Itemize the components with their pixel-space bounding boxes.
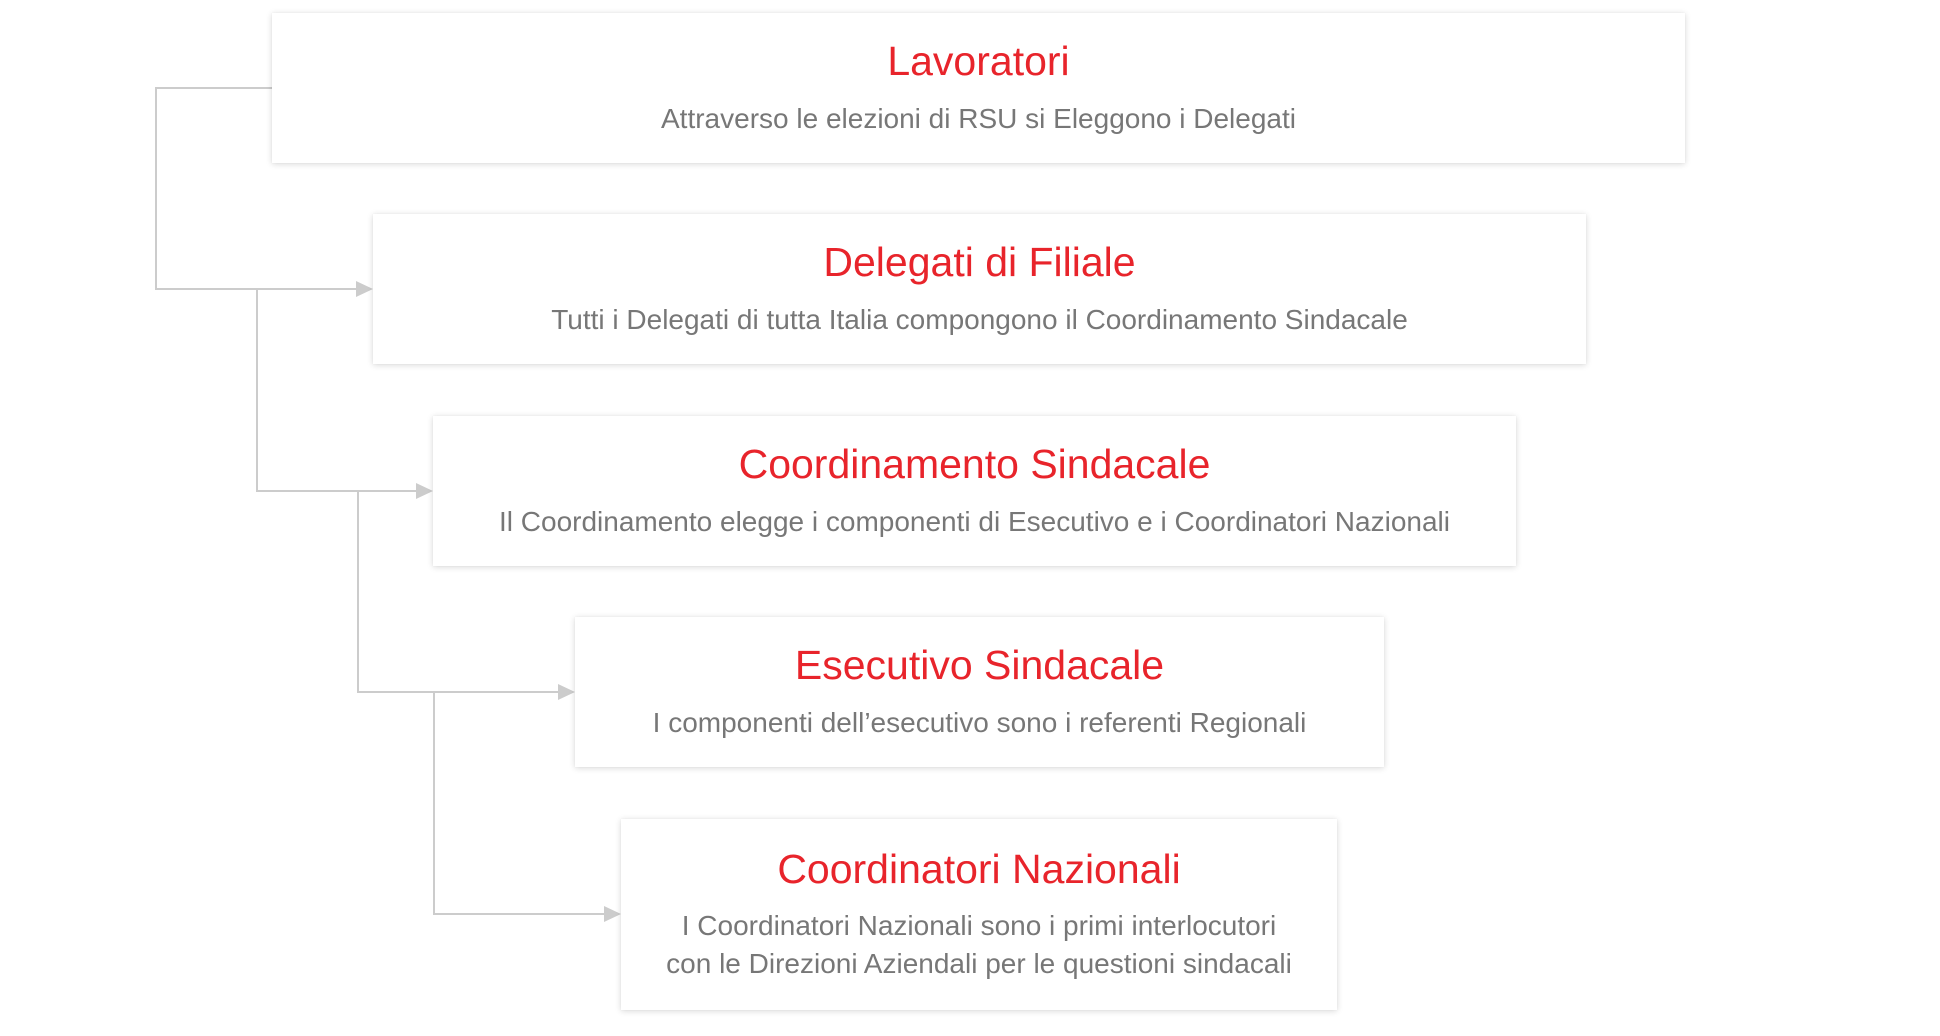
connector-coordinamento-to-esecutivo [357, 491, 558, 693]
box-title-coordinamento-sindacale: Coordinamento Sindacale [738, 441, 1211, 488]
arrowhead-coordinamento [416, 483, 433, 499]
arrowhead-esecutivo [558, 684, 575, 700]
box-coordinamento-sindacale: Coordinamento Sindacale Il Coordinamento… [433, 416, 1516, 566]
box-description-delegati-di-filiale: Tutti i Delegati di tutta Italia compong… [551, 303, 1408, 335]
box-coordinatori-nazionali: Coordinatori Nazionali I Coordinatori Na… [621, 819, 1337, 1010]
arrowhead-coordinatori [604, 906, 621, 922]
box-title-coordinatori-nazionali: Coordinatori Nazionali [777, 845, 1181, 892]
box-description-lavoratori: Attraverso le elezioni di RSU si Eleggon… [661, 102, 1296, 134]
connector-delegati-to-coordinamento [256, 289, 416, 492]
box-description-coordinatori-nazionali: I Coordinatori Nazionali sono i primi in… [666, 910, 1292, 980]
arrowhead-delegati [356, 281, 373, 297]
box-title-delegati-di-filiale: Delegati di Filiale [823, 239, 1136, 286]
box-title-lavoratori: Lavoratori [887, 38, 1070, 85]
box-title-esecutivo-sindacale: Esecutivo Sindacale [794, 642, 1165, 689]
connector-esecutivo-to-coordinatori [433, 692, 604, 915]
box-description-esecutivo-sindacale: I componenti dell’esecutivo sono i refer… [652, 706, 1307, 738]
box-esecutivo-sindacale: Esecutivo Sindacale I componenti dell’es… [575, 617, 1384, 767]
box-delegati-di-filiale: Delegati di Filiale Tutti i Delegati di … [373, 214, 1586, 364]
box-description-coordinamento-sindacale: Il Coordinamento elegge i componenti di … [499, 505, 1450, 537]
box-lavoratori: Lavoratori Attraverso le elezioni di RSU… [272, 13, 1685, 163]
